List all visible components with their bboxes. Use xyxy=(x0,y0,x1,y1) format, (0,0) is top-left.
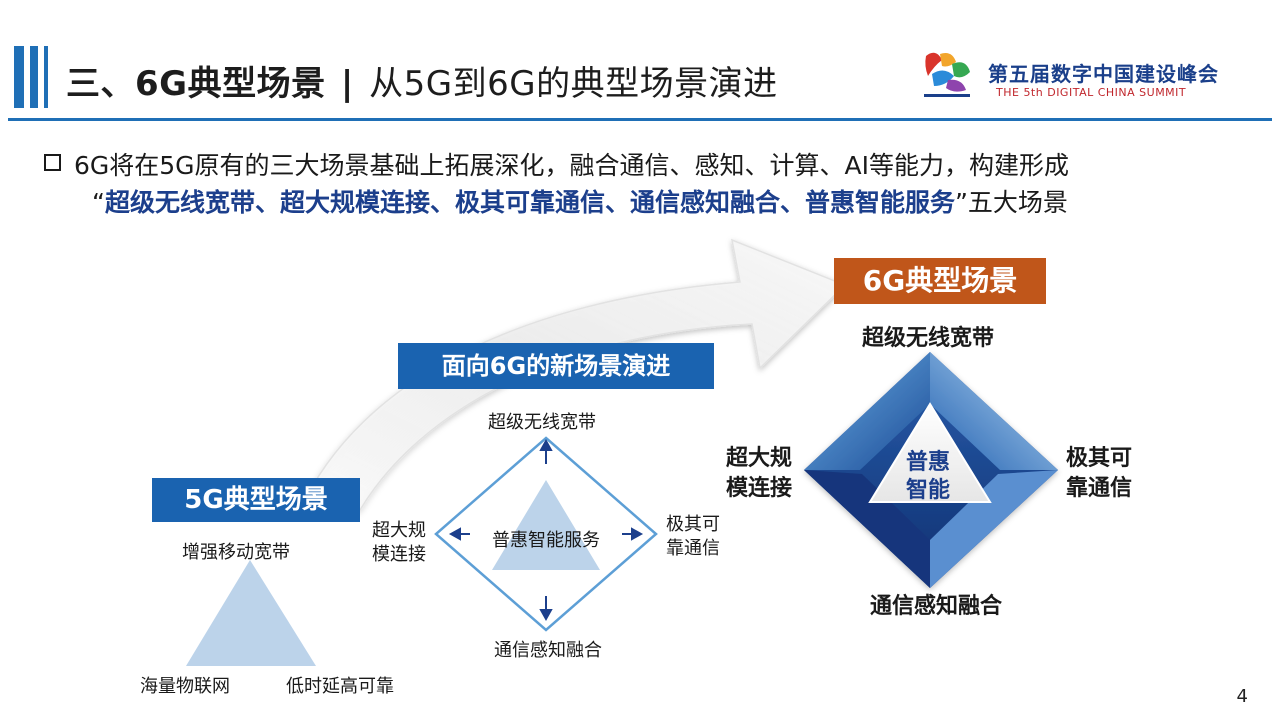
header-accent-bar xyxy=(14,46,24,108)
mid-right-label-line1: 极其可 xyxy=(666,514,720,535)
slide-title-sub: 从5G到6G的典型场景演进 xyxy=(369,64,778,104)
header-accent-bar xyxy=(30,46,38,108)
mid-left-label-line1: 超大规 xyxy=(372,520,426,541)
mid-bottom-label: 通信感知融合 xyxy=(494,640,602,661)
mid-scenario-triangle xyxy=(492,480,600,570)
arrow-left-icon xyxy=(448,527,461,541)
6g-center-triangle xyxy=(868,402,992,503)
slide-title: 三、6G典型场景 | 从5G到6G的典型场景演进 xyxy=(66,56,778,105)
arrow-right-icon xyxy=(631,527,644,541)
mid-evolution-label: 面向6G的新场景演进 xyxy=(398,343,714,389)
quote-open: “ xyxy=(92,188,105,217)
header-divider xyxy=(8,118,1272,121)
arrow-down-icon xyxy=(539,609,553,622)
slide-title-main: 三、6G典型场景 xyxy=(66,64,326,104)
6g-scenario-label: 6G典型场景 xyxy=(834,258,1046,304)
mid-top-label: 超级无线宽带 xyxy=(488,412,596,433)
6g-center-label-line2: 智能 xyxy=(906,478,951,503)
6g-bottom-label: 通信感知融合 xyxy=(870,594,1003,619)
5g-urllc-label: 低时延高可靠 xyxy=(286,676,394,697)
6g-center-label-line1: 普惠 xyxy=(906,450,951,475)
5g-mmtc-label: 海量物联网 xyxy=(140,676,230,697)
5g-embb-label: 增强移动宽带 xyxy=(182,542,290,563)
bullet-text-line1: 6G将在5G原有的三大场景基础上拓展深化，融合通信、感知、计算、AI等能力，构建… xyxy=(74,151,1070,180)
page-number: 4 xyxy=(1236,686,1248,707)
mid-center-label: 普惠智能服务 xyxy=(492,530,600,551)
evolution-arrow xyxy=(298,238,847,511)
summit-name-en: THE 5th DIGITAL CHINA SUMMIT xyxy=(996,86,1187,99)
bullet-text-line2: “超级无线宽带、超大规模连接、极其可靠通信、通信感知融合、普惠智能服务”五大场景 xyxy=(92,183,1068,219)
slide-title-separator: | xyxy=(340,64,354,104)
5g-scenario-triangle xyxy=(186,560,316,666)
quote-close-suffix: ”五大场景 xyxy=(954,188,1068,217)
summit-name-cn: 第五届数字中国建设峰会 xyxy=(988,62,1219,86)
mid-right-label-line2: 靠通信 xyxy=(666,538,720,559)
6g-left-label-line2: 模连接 xyxy=(726,476,793,501)
5g-scenario-label: 5G典型场景 xyxy=(152,478,360,522)
6g-right-label-line1: 极其可 xyxy=(1066,446,1133,471)
mid-scenario-diamond xyxy=(434,436,658,632)
6g-right-label-line2: 靠通信 xyxy=(1066,476,1133,501)
arrow-up-icon xyxy=(539,438,553,451)
header-accent-bar xyxy=(44,46,48,108)
summit-logo-icon xyxy=(924,52,970,97)
five-scenarios-emphasis: 超级无线宽带、超大规模连接、极其可靠通信、通信感知融合、普惠智能服务 xyxy=(104,188,955,217)
bullet-square-icon xyxy=(44,154,61,171)
6g-top-label: 超级无线宽带 xyxy=(862,326,995,351)
mid-left-label-line2: 模连接 xyxy=(372,544,426,565)
6g-left-label-line1: 超大规 xyxy=(726,446,793,471)
